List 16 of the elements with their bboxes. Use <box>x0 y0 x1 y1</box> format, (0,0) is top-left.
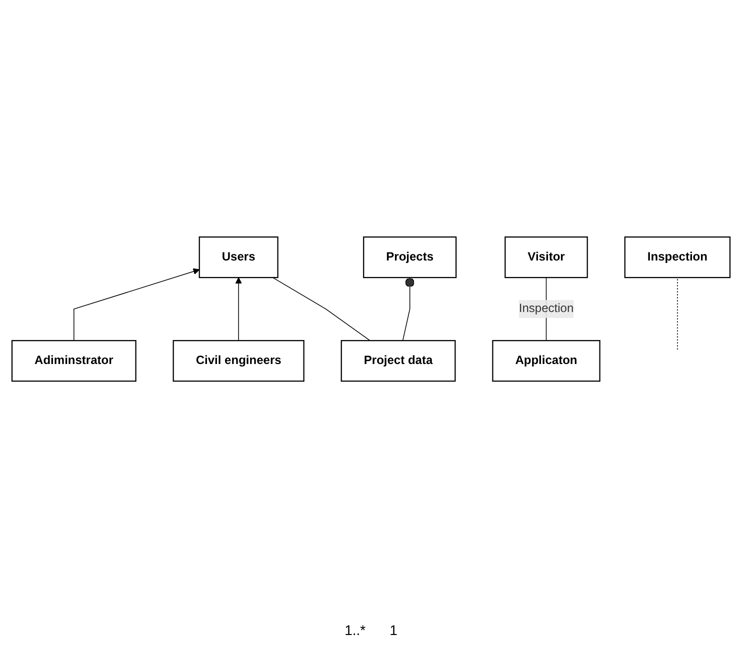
multiplicity-label: 1..* <box>344 622 366 638</box>
connector <box>272 277 370 341</box>
arrow <box>235 277 242 341</box>
connector <box>677 277 678 350</box>
node-box: Civil engineers <box>172 340 304 382</box>
arrow <box>74 268 200 341</box>
edge-label: Inspection <box>518 302 574 315</box>
node-box: Users <box>198 236 278 278</box>
node-box: Project data <box>340 340 456 382</box>
node-box: Visitor <box>504 236 588 278</box>
node-box: Inspection <box>624 236 731 278</box>
multiplicity-label: 1 <box>390 622 398 638</box>
node-box: Adiminstrator <box>11 340 136 382</box>
node-box: Applicaton <box>492 340 600 382</box>
node-box: Projects <box>363 236 457 278</box>
connector <box>402 277 414 341</box>
